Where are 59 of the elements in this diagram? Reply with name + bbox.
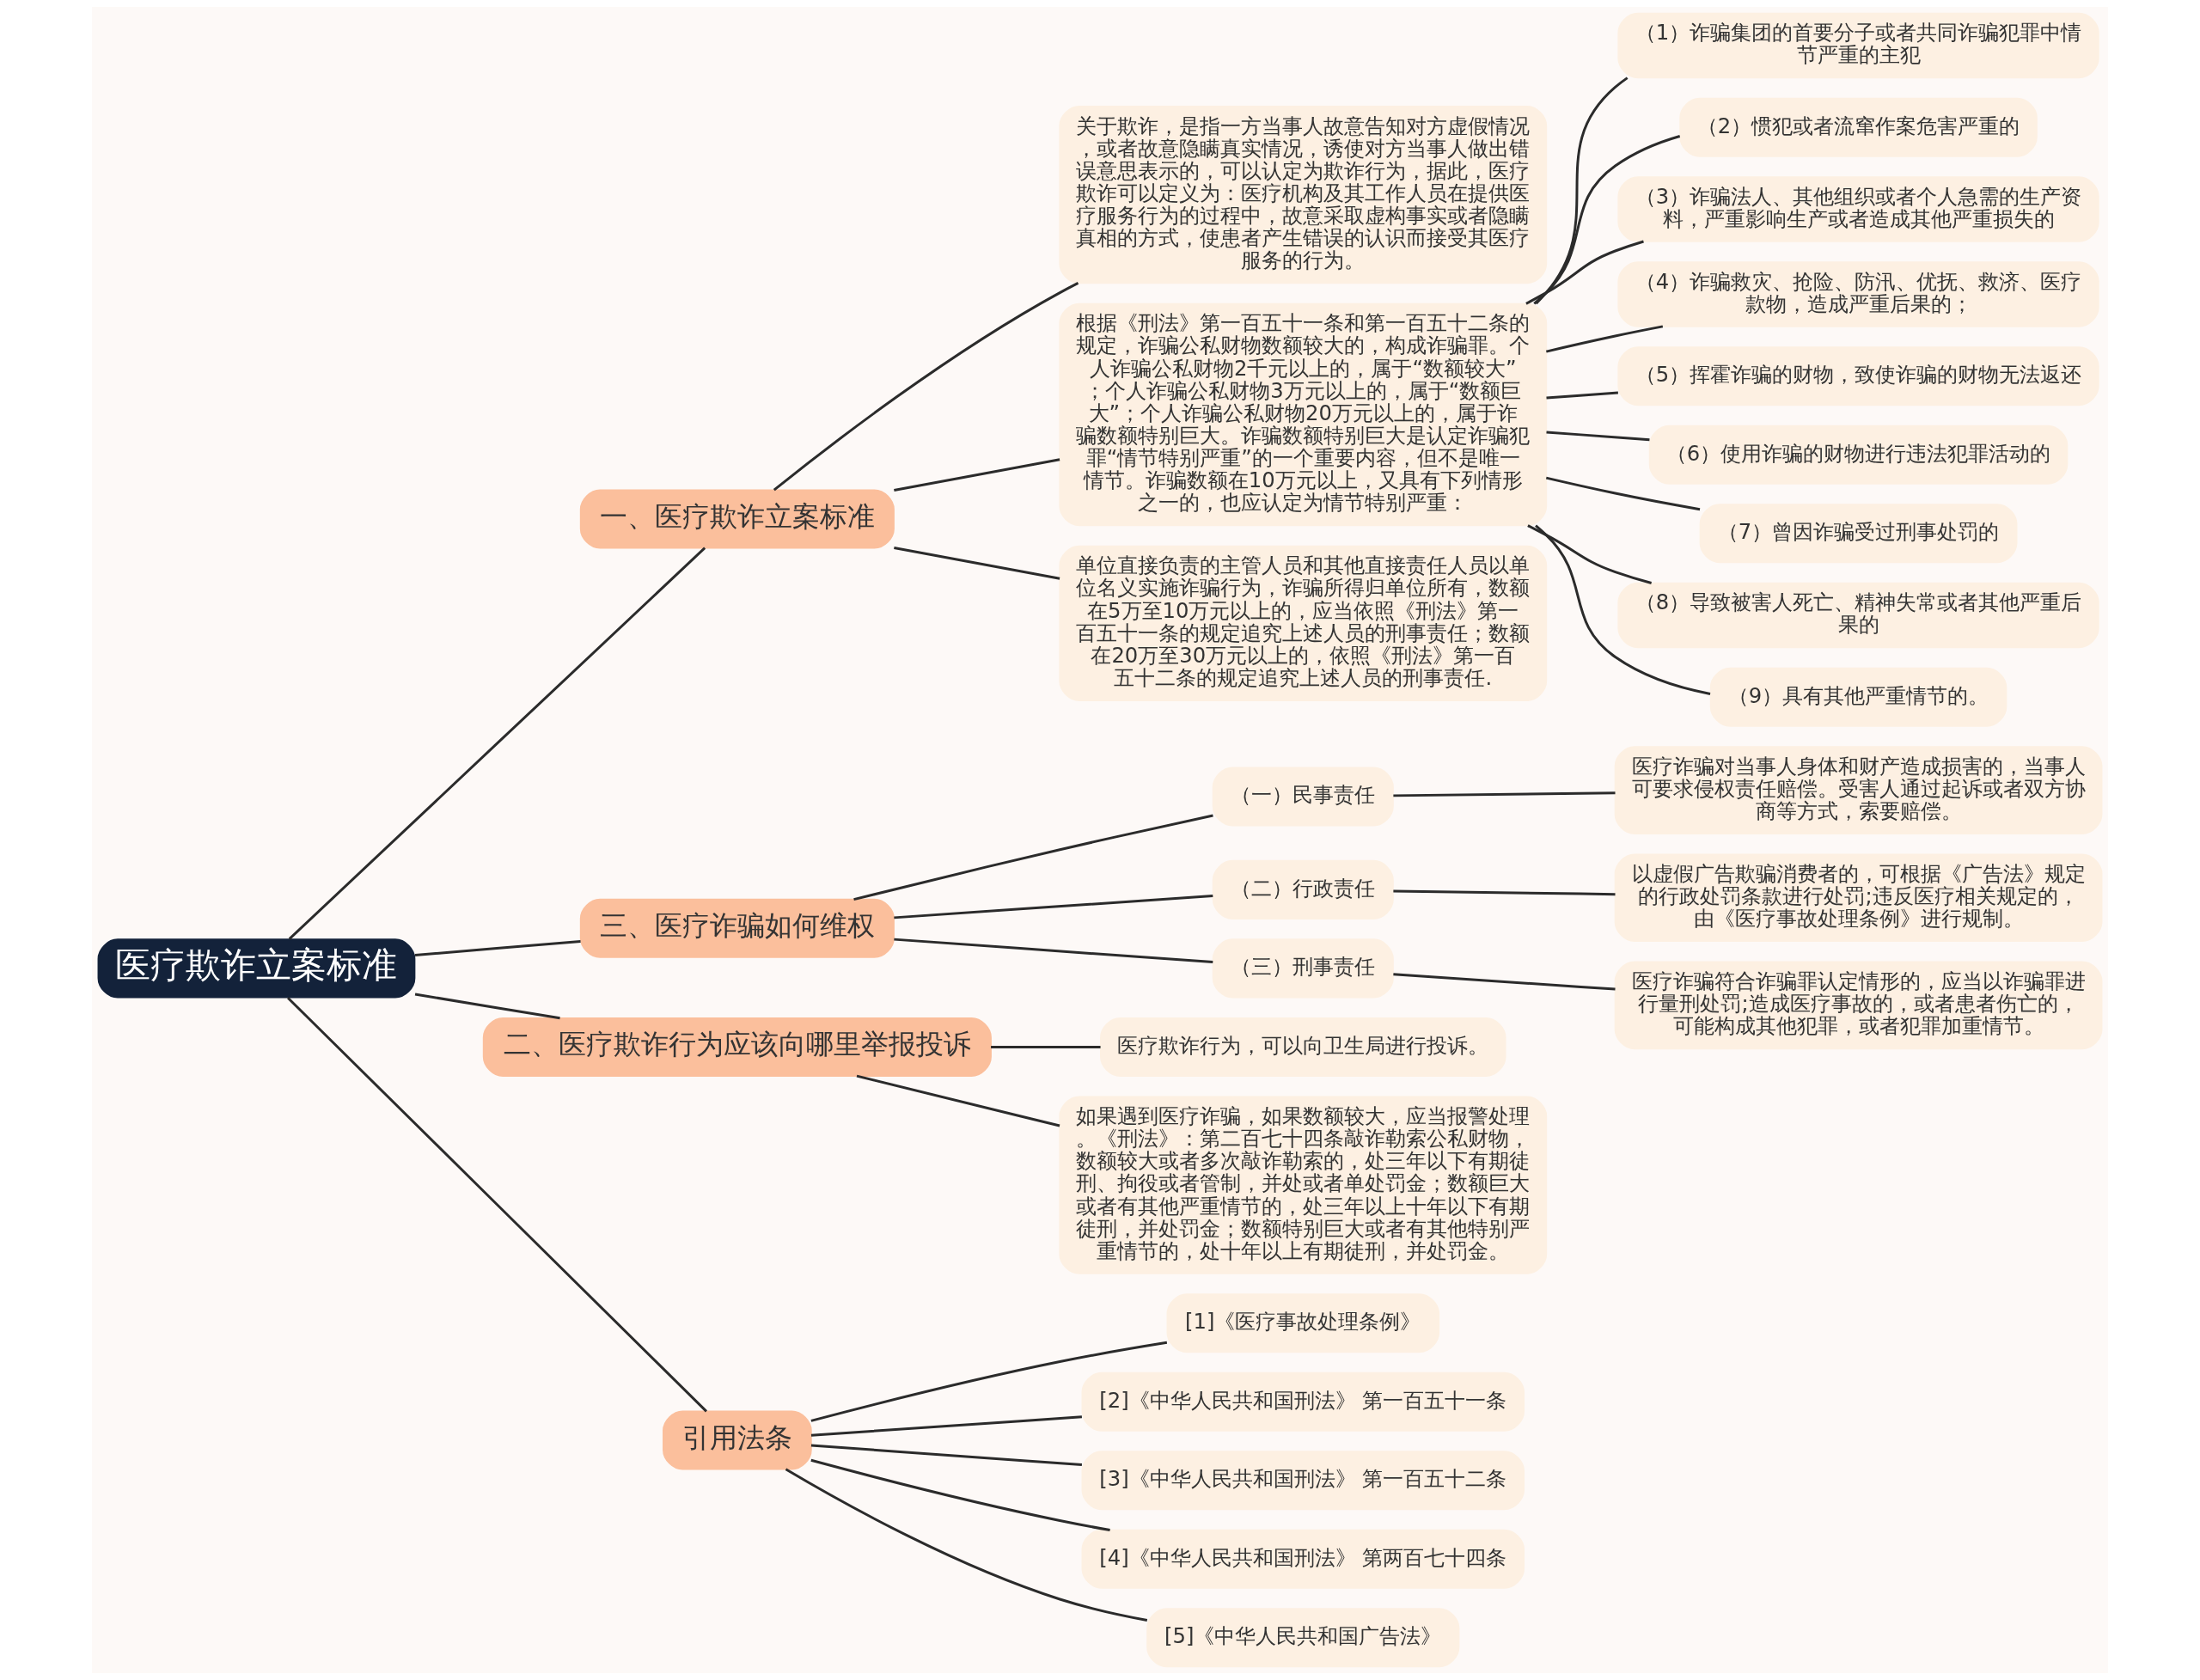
- connector: [856, 1074, 1060, 1127]
- node-box: （三）刑事责任: [1212, 938, 1394, 999]
- node-box: （9）具有其他严重情节的。: [1709, 667, 2008, 727]
- node-box: 关于欺诈，是指一方当事人故意告知对方虚假情况，或者故意隐瞒真实情况，诱使对方当事人做出错误意思表示的，可以认定为欺诈行为，据此，医疗欺诈可以定义为：医疗机构及其工作人员在提供医疗服务行为的过程中，故意采取虚构事实或者隐瞒真相的方式，使患者产生错误的认识而接受其医疗服务的行为。: [1059, 105, 1548, 284]
- node-box: 医疗欺诈行为，可以向卫生局进行投诉。: [1100, 1017, 1506, 1077]
- connector: [1546, 391, 1618, 400]
- connector: [1535, 524, 1711, 695]
- node-box: （6）使用诈骗的财物进行违法犯罪活动的: [1648, 425, 2069, 485]
- node-box: [3]《中华人民共和国刑法》 第一百五十二条: [1081, 1451, 1525, 1511]
- node-box: 三、医疗诈骗如何维权: [579, 898, 895, 958]
- node-box: （3）诈骗法人、其他组织或者个人急需的生产资料，严重影响生产或者造成其他严重损失的: [1617, 176, 2099, 242]
- connector: [894, 894, 1213, 919]
- connector: [894, 938, 1213, 964]
- connector: [1527, 524, 1652, 584]
- node-box: 如果遇到医疗诈骗，如果数额较大，应当报警处理。《刑法》：第二百七十四条敲诈勒索公私财物，数额较大或者多次敲诈勒索的，处三年以下有期徒刑、拘役或者管制，并处或者单处罚金；数额巨大或者有其他严重情节的，处三年以上十年以下有期徒刑，并处罚金；数额特别巨大或者有其他特别严重情节的，处十年以上有期徒刑，并处罚金。: [1059, 1096, 1548, 1274]
- node-box: （二）行政责任: [1212, 859, 1394, 919]
- connector: [414, 993, 560, 1020]
- node-box: （7）曾因诈骗受过刑事处罚的: [1699, 504, 2018, 564]
- node-box: [5]《中华人民共和国广告法》: [1146, 1608, 1460, 1668]
- connector: [810, 1444, 1082, 1467]
- node-box: 医疗诈骗符合诈骗罪认定情形的，应当以诈骗罪进行量刑处罚;造成医疗事故的，或者患者伤亡的，可能构成其他犯罪，或者犯罪加重情节。: [1614, 961, 2103, 1050]
- node-box: [1]《医疗事故处理条例》: [1166, 1293, 1440, 1353]
- connector: [1393, 889, 1616, 896]
- connector: [1535, 76, 1629, 305]
- connector: [810, 1458, 1110, 1532]
- connector: [1545, 325, 1664, 353]
- node-box: 医疗欺诈立案标准: [97, 938, 416, 999]
- node-box: （2）惯犯或者流窜作案危害严重的: [1679, 97, 2038, 157]
- connector: [1393, 973, 1616, 991]
- node-box: [2]《中华人民共和国刑法》 第一百五十一条: [1081, 1371, 1525, 1432]
- connector: [414, 939, 581, 957]
- node-box: （一）民事责任: [1212, 767, 1394, 827]
- node-box: 一、医疗欺诈立案标准: [579, 489, 895, 549]
- connector: [1546, 431, 1650, 442]
- node-box: 根据《刑法》第一百五十一条和第一百五十二条的规定，诈骗公私财物数额较大的，构成诈骗罪。个人诈骗公私财物2千元以上的，属于“数额较大”；个人诈骗公私财物3万元以上的，属于“数额巨大”；个人诈骗公私财物20万元以上的，属于诈骗数额特别巨大。诈骗数额特别巨大是认定诈骗犯罪“情节特别严重”的一个重要内容，但不是唯一情节。诈骗数额在10万元以上，又具有下列情形之一的，也应认定为情节特别严重：: [1059, 302, 1548, 527]
- connector: [1545, 476, 1701, 511]
- connector: [773, 282, 1079, 492]
- node-box: 以虚假广告欺骗消费者的，可根据《广告法》规定的行政处罚条款进行处罚;违反医疗相关规定的，由《医疗事故处理条例》进行规制。: [1614, 853, 2103, 943]
- node-box: [4]《中华人民共和国刑法》 第两百七十四条: [1081, 1529, 1525, 1589]
- connector: [810, 1341, 1168, 1422]
- node-box: 引用法条: [663, 1410, 812, 1470]
- connector: [894, 546, 1060, 580]
- node-box: （8）导致被害人死亡、精神失常或者其他严重后果的: [1617, 582, 2099, 649]
- connector: [894, 458, 1060, 492]
- connector: [991, 1045, 1101, 1048]
- node-box: （1）诈骗集团的首要分子或者共同诈骗犯罪中情节严重的主犯: [1617, 12, 2099, 79]
- node-box: （5）挥霍诈骗的财物，致使诈骗的财物无法返还: [1617, 346, 2099, 406]
- connector: [1393, 791, 1616, 797]
- node-box: 单位直接负责的主管人员和其他直接责任人员以单位名义实施诈骗行为，诈骗所得归单位所有，数额在5万至10万元以上的，应当依照《刑法》第一百五十一条的规定追究上述人员的刑事责任；数额在20万至30万元以上的，依照《刑法》第一百五十二条的规定追究上述人员的刑事责任.: [1059, 545, 1548, 701]
- connector: [853, 814, 1213, 901]
- node-box: （4）诈骗救灾、抢险、防汛、优抚、救济、医疗款物，造成严重后果的；: [1617, 261, 2099, 327]
- connector: [810, 1415, 1082, 1437]
- node-box: 医疗诈骗对当事人身体和财产造成损害的，当事人可要求侵权责任赔偿。受害人通过起诉或者双方协商等方式，索要赔偿。: [1614, 746, 2103, 834]
- connector: [1525, 240, 1644, 305]
- connector: [288, 547, 706, 940]
- node-box: 二、医疗欺诈行为应该向哪里举报投诉: [482, 1017, 992, 1077]
- connector: [785, 1468, 1148, 1622]
- connector: [287, 997, 707, 1413]
- connector: [1533, 135, 1681, 305]
